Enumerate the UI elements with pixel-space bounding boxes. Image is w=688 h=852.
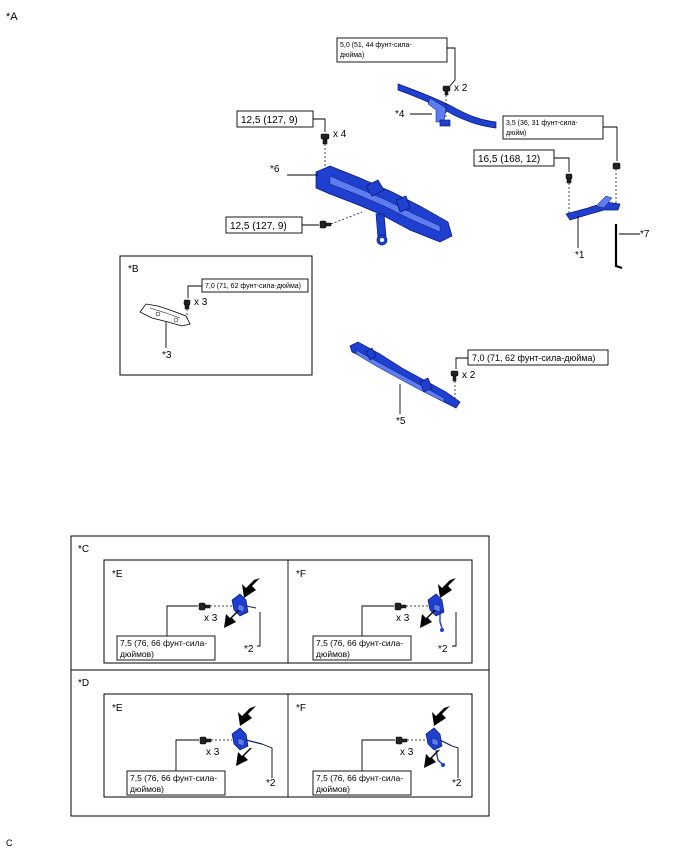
torque-7-0-b: 7,0 (71, 62 фунт-сила-дюйма): [205, 282, 301, 290]
label-f-d: *F: [296, 703, 306, 714]
leader-part-2-d-f: [451, 745, 459, 778]
bolt-part-1: [565, 173, 573, 184]
label-part-4: *4: [395, 109, 405, 120]
torque-callout-16-5: 16,5 (168, 12): [473, 149, 570, 172]
panel-label-a: *A: [6, 11, 18, 23]
label-part-7: *7: [640, 229, 650, 240]
install-line-side-part-6: [330, 211, 363, 225]
label-part-6: *6: [270, 164, 280, 175]
footer-code: C: [6, 838, 13, 848]
part-5-rail: [349, 341, 461, 409]
part-1-bracket: [565, 195, 621, 221]
panel-label-d: *D: [78, 678, 89, 689]
label-part-2-c-f: *2: [438, 644, 448, 655]
arrow-d-f-lower: [424, 750, 440, 768]
arrow-c-f-upper: [438, 578, 456, 598]
torque-5-0-line1: 5,0 (51, 44 фунт-сила-: [340, 42, 412, 49]
arrow-c-e-lower: [224, 610, 240, 628]
detail-box-b: [119, 255, 313, 376]
torque-callout-12-5-side: 12,5 (127, 9): [225, 216, 319, 234]
label-part-2-c-e: *2: [244, 644, 254, 655]
bolt-d-e: [199, 736, 212, 745]
panel-label-b: *B: [128, 264, 139, 275]
label-part-3: *3: [162, 350, 172, 361]
torque-d-e-line1: 7,5 (76, 66 фунт-сила-: [130, 773, 217, 783]
torque-3-5-line1: 3,5 (36, 31 фунт-сила-: [506, 120, 578, 127]
torque-5-0-line2: дюйма): [340, 51, 364, 59]
torque-c-e-line2: дюймов): [120, 649, 154, 659]
torque-callout-7-0-5: 7,0 (71, 62 фунт-сила-дюйма): [455, 349, 609, 369]
torque-7-0-5: 7,0 (71, 62 фунт-сила-дюйма): [472, 353, 595, 363]
label-part-2-d-e: *2: [266, 778, 276, 789]
torque-callout-c-e: 7,5 (76, 66 фунт-сила- дюймов): [116, 605, 216, 661]
qty-x3-b: x 3: [194, 297, 208, 308]
arrow-c-e-upper: [242, 578, 260, 598]
qty-x3-c-f: x 3: [396, 613, 410, 624]
torque-3-5-line2: дюйм): [506, 129, 526, 137]
torque-c-f-line1: 7,5 (76, 66 фунт-сила-: [316, 638, 403, 648]
torque-callout-12-5-top: 12,5 (127, 9): [236, 110, 326, 132]
qty-x3-d-f: x 3: [400, 747, 414, 758]
torque-d-f-line2: дюймов): [316, 784, 350, 794]
bolt-part-3: [183, 299, 191, 310]
qty-x4: x 4: [333, 129, 347, 140]
nut-part-1: [612, 162, 621, 170]
detail-box-cd: [70, 535, 490, 817]
bolt-c-f: [394, 602, 407, 611]
sensor-c-f: [427, 593, 445, 632]
part-7-strip: [614, 224, 623, 270]
torque-callout-c-f: 7,5 (76, 66 фунт-сила- дюймов): [312, 605, 412, 661]
bolt-c-e: [198, 602, 211, 611]
bolt-top-part-6: [320, 133, 330, 145]
bolt-d-f: [395, 736, 408, 745]
torque-c-e-line1: 7,5 (76, 66 фунт-сила-: [120, 638, 207, 648]
label-part-1: *1: [575, 250, 585, 261]
leader-part-2-c-f: [452, 612, 457, 647]
leader-part-2-c-e: [257, 612, 261, 647]
part-4-pipe: [397, 83, 497, 129]
torque-callout-5-0: 5,0 (51, 44 фунт-сила- дюйма): [336, 37, 456, 87]
qty-x3-d-e: x 3: [206, 747, 220, 758]
label-part-2-d-f: *2: [452, 778, 462, 789]
qty-x3-c-e: x 3: [204, 613, 218, 624]
qty-x2-top: x 2: [454, 83, 468, 94]
arrow-d-e-lower: [236, 748, 252, 766]
arrow-c-f-lower: [420, 610, 436, 628]
sensor-d-f: [425, 727, 453, 767]
panel-label-c: *C: [78, 544, 89, 555]
part-6-bracket: [315, 165, 453, 246]
arrow-d-f-upper: [432, 706, 450, 726]
part-3-plate: [139, 303, 191, 327]
torque-callout-d-f: 7,5 (76, 66 фунт-сила- дюймов): [312, 739, 412, 796]
label-e-d: *E: [112, 703, 123, 714]
bolt-part-4: [442, 85, 451, 96]
torque-d-e-line2: дюймов): [130, 784, 164, 794]
torque-callout-7-0-b: 7,0 (71, 62 фунт-сила-дюйма): [187, 278, 309, 298]
torque-12-5-top: 12,5 (127, 9): [241, 115, 298, 126]
leader-part-2-d-e: [261, 743, 273, 778]
torque-callout-3-5: 3,5 (36, 31 фунт-сила- дюйм): [502, 115, 618, 161]
sensor-d-e: [231, 727, 263, 751]
label-part-5: *5: [396, 416, 406, 427]
label-f-c: *F: [296, 569, 306, 580]
bolt-part-5: [450, 370, 459, 382]
label-e-c: *E: [112, 569, 123, 580]
arrow-d-e-upper: [238, 706, 256, 726]
torque-16-5: 16,5 (168, 12): [478, 154, 540, 165]
torque-d-f-line1: 7,5 (76, 66 фунт-сила-: [316, 773, 403, 783]
torque-12-5-side: 12,5 (127, 9): [230, 221, 287, 232]
qty-x2-part-5: x 2: [462, 370, 476, 381]
torque-callout-d-e: 7,5 (76, 66 фунт-сила- дюймов): [126, 739, 226, 796]
bolt-side-part-6: [319, 220, 332, 229]
torque-c-f-line2: дюймов): [316, 649, 350, 659]
